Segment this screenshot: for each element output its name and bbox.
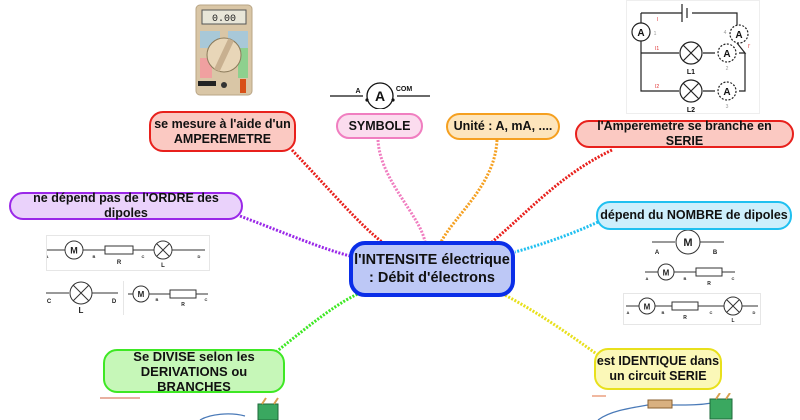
multimeter-image: 0.00 <box>192 3 256 97</box>
node-order[interactable]: ne dépend pas de l'ORDRE des dipoles <box>9 191 243 220</box>
order1-point-c: C <box>142 254 145 259</box>
link-series <box>491 148 613 244</box>
node-series-label: l'Amperemetre se branche en SERIE <box>597 119 772 148</box>
number2-motor: M <box>663 269 670 278</box>
circuit-lamp-2: L2 <box>687 107 695 113</box>
symbol-left-label: A <box>355 88 360 95</box>
node-identical-line2: un circuit SERIE <box>609 369 707 383</box>
circuit-num-1: 1 <box>654 31 657 37</box>
number3-resistor: R <box>683 315 687 321</box>
node-number-label: dépend du NOMBRE de dipoles <box>600 208 788 222</box>
circuit-meter-1: A <box>637 28 644 39</box>
node-symbol[interactable]: SYMBOLE <box>336 113 423 139</box>
ammeter-symbol-image: A A COM <box>330 75 430 109</box>
multimeter-display: 0.00 <box>212 14 236 25</box>
number3-motor: M <box>644 303 651 312</box>
node-series[interactable]: l'Amperemetre se branche en SERIE <box>575 119 794 148</box>
node-divide-line1: Se DIVISE selon les <box>133 348 255 364</box>
order3-point-c: C <box>205 297 208 302</box>
symbol-center-label: A <box>375 88 385 104</box>
parallel-battery-image <box>100 396 280 420</box>
order3-point-b: B <box>156 297 159 302</box>
link-measure <box>290 148 383 244</box>
node-identical-line1: est IDENTIQUE dans <box>596 354 720 368</box>
circuit-lamp-1: L1 <box>687 69 695 76</box>
number3-lamp: L <box>731 318 734 324</box>
order2-point-d: D <box>112 299 117 305</box>
order-diagram-full: M R L A B C D <box>46 235 210 271</box>
circuit-current-iprime: I' <box>748 44 750 50</box>
node-divide-line2: DERIVATIONS ou BRANCHES <box>140 363 248 394</box>
circuit-meter-3: A <box>723 87 730 98</box>
order-diagram-lamp: L C D <box>44 279 120 315</box>
number1-point-b: B <box>713 250 718 256</box>
order2-point-c: C <box>47 299 52 305</box>
node-measure-line2: AMPEREMETRE <box>173 131 272 146</box>
symbol-right-label: COM <box>396 86 413 93</box>
order3-motor: M <box>138 290 145 299</box>
circuit-num-3: 3 <box>726 104 729 110</box>
number2-resistor: R <box>707 281 711 287</box>
number3-point-a: A <box>627 310 630 315</box>
central-topic-line2: : Débit d'électrons <box>369 270 495 286</box>
node-order-label: ne dépend pas de l'ORDRE des dipoles <box>33 191 219 220</box>
link-number <box>514 220 599 254</box>
order1-motor: M <box>70 246 78 256</box>
order1-lamp: L <box>161 263 165 269</box>
number1-point-a: A <box>655 250 660 256</box>
number-diagram-motor-resistor: M R A B C <box>643 261 737 287</box>
link-symbol <box>376 139 427 243</box>
node-measure-line1: se mesure à l'aide d'un <box>154 116 291 131</box>
node-symbol-label: SYMBOLE <box>348 118 411 133</box>
number2-point-a: A <box>646 276 649 281</box>
parallel-circuit-image: A A A A L1 L2 1 2 3 4 I I1 I2 I' <box>626 0 760 114</box>
central-topic-line1: l'INTENSITE électrique <box>354 252 510 268</box>
number-diagram-motor: M A B <box>650 229 726 259</box>
node-unit[interactable]: Unité : A, mA, .... <box>446 113 560 140</box>
series-circuit-image <box>590 393 740 420</box>
link-divide <box>275 289 366 354</box>
order2-lamp: L <box>79 306 84 315</box>
circuit-current-i2: I2 <box>655 84 659 90</box>
order1-point-d: D <box>198 254 201 259</box>
link-identical <box>496 289 599 357</box>
node-identical[interactable]: est IDENTIQUE dans un circuit SERIE <box>594 348 722 390</box>
order1-point-a: A <box>47 254 49 259</box>
circuit-current-i1: I1 <box>655 46 659 52</box>
node-unit-label: Unité : A, mA, .... <box>453 119 553 133</box>
number3-point-b: B <box>662 310 665 315</box>
number2-point-c: C <box>732 276 735 281</box>
order1-point-b: B <box>93 254 96 259</box>
circuit-current-i: I <box>657 17 658 23</box>
number-diagram-full: M R L A B C D <box>623 293 761 325</box>
circuit-num-4: 4 <box>724 30 727 36</box>
order1-resistor: R <box>117 260 122 266</box>
node-measure[interactable]: se mesure à l'aide d'un AMPEREMETRE <box>149 111 296 152</box>
node-number[interactable]: dépend du NOMBRE de dipoles <box>596 201 792 230</box>
circuit-meter-2: A <box>723 49 730 60</box>
number3-point-d: D <box>753 310 756 315</box>
number2-point-b: B <box>684 276 687 281</box>
link-unit <box>439 139 499 243</box>
order3-resistor: R <box>181 302 185 308</box>
order-diagram-motor-resistor: M R B C <box>123 281 210 315</box>
node-divide[interactable]: Se DIVISE selon les DERIVATIONS ou BRANC… <box>103 348 285 394</box>
circuit-meter-4: A <box>735 30 742 41</box>
number3-point-c: C <box>710 310 713 315</box>
central-topic[interactable]: l'INTENSITE électrique : Débit d'électro… <box>349 241 515 297</box>
circuit-num-2: 2 <box>726 66 729 72</box>
number1-motor: M <box>683 237 692 249</box>
link-order <box>239 214 351 258</box>
